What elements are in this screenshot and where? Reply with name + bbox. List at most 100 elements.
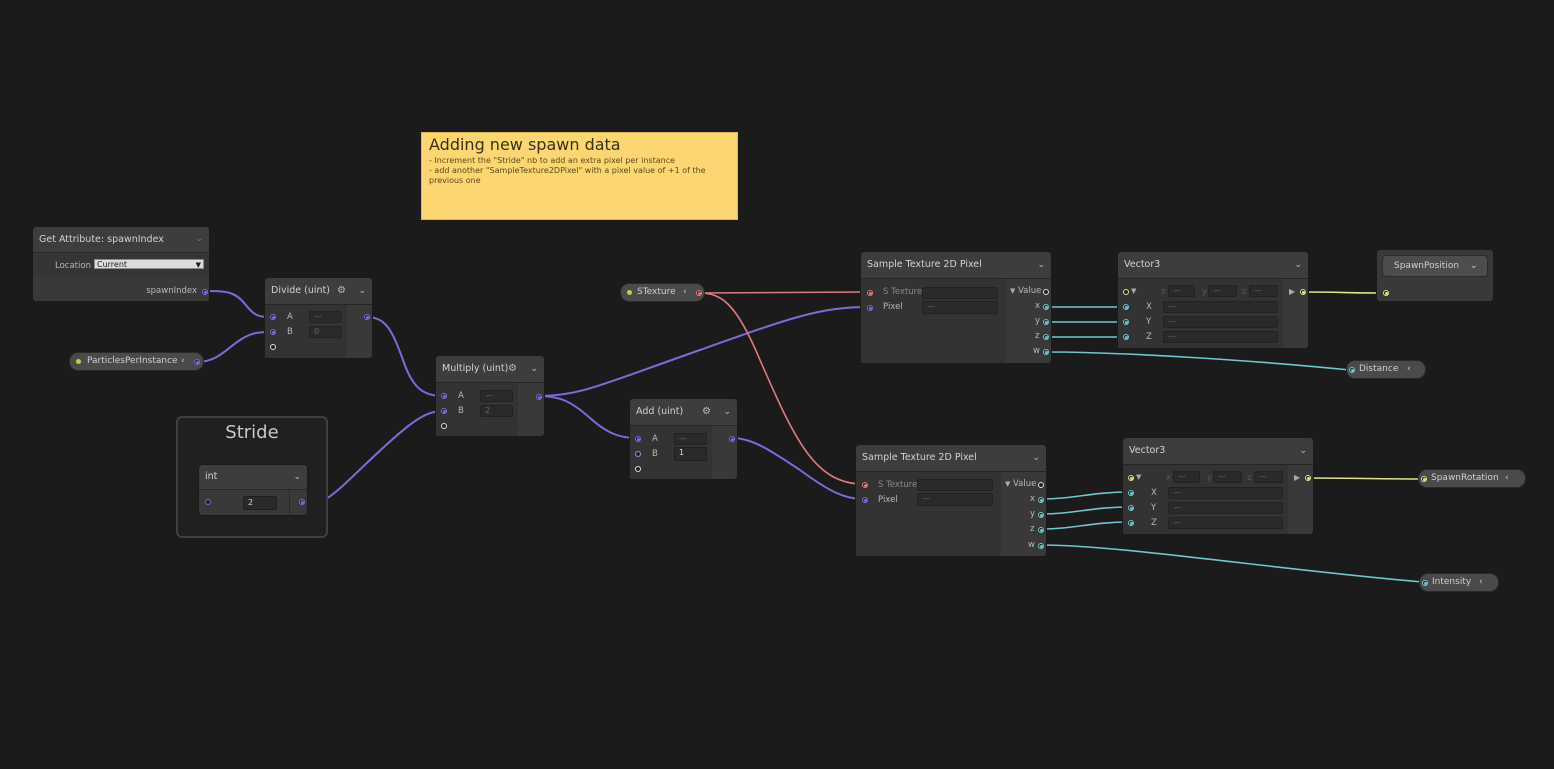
vector3-bottom-hz-field[interactable]: — bbox=[1254, 471, 1283, 483]
sample-texture-bottom-node[interactable]: Sample Texture 2D Pixel ⌄ S Texture Pixe… bbox=[855, 444, 1047, 557]
add-a-field[interactable]: — bbox=[674, 433, 707, 445]
chevron-down-icon[interactable]: ⌄ bbox=[530, 364, 538, 374]
distance-property[interactable]: Distance ‹ bbox=[1346, 360, 1426, 379]
stexture-output-port[interactable] bbox=[696, 290, 702, 296]
sample-top-header[interactable]: Sample Texture 2D Pixel ⌄ bbox=[861, 252, 1051, 279]
stride-output-port[interactable] bbox=[299, 499, 305, 505]
chevron-down-icon[interactable]: ⌄ bbox=[358, 286, 366, 296]
vector3-bottom-hx-field[interactable]: — bbox=[1173, 471, 1200, 483]
sample-top-value-port[interactable] bbox=[1043, 289, 1049, 295]
vector3-bottom-x-port[interactable] bbox=[1128, 490, 1134, 496]
add-b-field[interactable]: 1 bbox=[674, 447, 707, 461]
sample-texture-top-node[interactable]: Sample Texture 2D Pixel ⌄ S Texture Pixe… bbox=[860, 251, 1052, 364]
multiply-a-field[interactable]: — bbox=[480, 390, 513, 402]
sample-bottom-x-port[interactable] bbox=[1038, 497, 1044, 503]
chevron-left-icon[interactable]: ‹ bbox=[1479, 577, 1483, 587]
divide-b-port[interactable] bbox=[270, 329, 276, 335]
sample-bottom-stexture-field[interactable] bbox=[917, 479, 993, 491]
particlesperinstance-output-port[interactable] bbox=[194, 359, 200, 365]
stride-value-field[interactable]: 2 bbox=[243, 496, 277, 510]
sample-bottom-w-port[interactable] bbox=[1038, 543, 1044, 549]
triangle-down-icon[interactable]: ▼ bbox=[1136, 473, 1142, 481]
vector3-top-y-field[interactable]: — bbox=[1163, 316, 1278, 328]
multiply-b-field[interactable]: 2 bbox=[480, 405, 513, 417]
multiply-b-port[interactable] bbox=[441, 408, 447, 414]
stexture-property[interactable]: STexture ‹ bbox=[620, 283, 705, 302]
add-b-port[interactable] bbox=[635, 451, 641, 457]
chevron-down-icon[interactable]: ⌄ bbox=[1037, 260, 1045, 270]
vector3-bottom-z-field[interactable]: — bbox=[1168, 517, 1283, 529]
vector3-top-x-field[interactable]: — bbox=[1163, 301, 1278, 313]
triangle-right-icon[interactable]: ▶ bbox=[1289, 287, 1296, 296]
sample-top-z-port[interactable] bbox=[1043, 334, 1049, 340]
sample-top-stexture-field[interactable] bbox=[922, 287, 998, 299]
spawnindex-output-port[interactable] bbox=[202, 289, 208, 295]
intensity-input-port[interactable] bbox=[1422, 580, 1428, 586]
chevron-down-icon[interactable]: ⌄ bbox=[1299, 446, 1307, 456]
spawnrotation-input-port[interactable] bbox=[1421, 476, 1427, 482]
vector3-bottom-y-port[interactable] bbox=[1128, 505, 1134, 511]
sample-bottom-z-port[interactable] bbox=[1038, 527, 1044, 533]
vector3-top-xyz-port[interactable] bbox=[1123, 289, 1129, 295]
stride-int-node[interactable]: int ⌄ 2 bbox=[198, 464, 308, 516]
multiply-output-port[interactable] bbox=[536, 394, 542, 400]
spawnposition-input-port[interactable] bbox=[1383, 290, 1389, 296]
vector3-top-z-port[interactable] bbox=[1123, 334, 1129, 340]
multiply-node[interactable]: Multiply (uint) ⚙ ⌄ A — B 2 bbox=[435, 355, 545, 437]
particlesperinstance-property[interactable]: ParticlesPerInstance ‹ bbox=[69, 352, 204, 371]
chevron-down-icon[interactable]: ⌄ bbox=[293, 472, 301, 482]
chevron-down-icon[interactable]: ⌄ bbox=[723, 407, 731, 417]
vector3-bottom-x-field[interactable]: — bbox=[1168, 487, 1283, 499]
get-attribute-node[interactable]: Get Attribute: spawnIndex (Current) ⌄ Lo… bbox=[32, 226, 210, 302]
sample-bottom-value-port[interactable] bbox=[1038, 482, 1044, 488]
add-output-port[interactable] bbox=[729, 436, 735, 442]
add-header[interactable]: Add (uint) ⚙ ⌄ bbox=[630, 399, 737, 426]
location-dropdown[interactable]: Current ▼ bbox=[94, 259, 204, 269]
vector3-bottom-y-field[interactable]: — bbox=[1168, 502, 1283, 514]
sample-top-x-port[interactable] bbox=[1043, 304, 1049, 310]
chevron-left-icon[interactable]: ‹ bbox=[181, 356, 185, 366]
multiply-header[interactable]: Multiply (uint) ⚙ ⌄ bbox=[436, 356, 544, 383]
divide-node[interactable]: Divide (uint) ⚙ ⌄ A — B 0 bbox=[264, 277, 373, 359]
triangle-down-icon[interactable]: ▼ bbox=[1131, 287, 1137, 295]
spawnrotation-property[interactable]: SpawnRotation ‹ bbox=[1418, 469, 1526, 488]
chevron-left-icon[interactable]: ‹ bbox=[1505, 473, 1509, 483]
gear-icon[interactable]: ⚙ bbox=[508, 363, 517, 374]
divide-b-field[interactable]: 0 bbox=[309, 326, 342, 338]
stride-int-header[interactable]: int ⌄ bbox=[199, 465, 307, 490]
sample-bottom-pixel-port[interactable] bbox=[862, 497, 868, 503]
sample-top-w-port[interactable] bbox=[1043, 349, 1049, 355]
add-node[interactable]: Add (uint) ⚙ ⌄ A — B 1 bbox=[629, 398, 738, 480]
triangle-down-icon[interactable]: ▼ bbox=[1005, 480, 1011, 488]
sticky-note[interactable]: Adding new spawn data - Increment the "S… bbox=[421, 132, 738, 220]
chevron-down-icon[interactable]: ⌄ bbox=[1294, 260, 1302, 270]
sample-bottom-stexture-port[interactable] bbox=[862, 482, 868, 488]
vector3-top-header[interactable]: Vector3 ⌄ bbox=[1118, 252, 1308, 279]
get-attribute-header[interactable]: Get Attribute: spawnIndex (Current) ⌄ bbox=[33, 227, 209, 270]
triangle-down-icon[interactable]: ▼ bbox=[1010, 287, 1016, 295]
vector3-top-node[interactable]: Vector3 ⌄ ▼ x — y — z — X — Y — Z — ▶ bbox=[1117, 251, 1309, 349]
chevron-down-icon[interactable]: ⌄ bbox=[1470, 261, 1478, 271]
triangle-right-icon[interactable]: ▶ bbox=[1294, 473, 1301, 482]
vector3-top-y-port[interactable] bbox=[1123, 319, 1129, 325]
vector3-top-hz-field[interactable]: — bbox=[1249, 285, 1278, 297]
divide-add-port[interactable] bbox=[270, 344, 276, 350]
add-a-port[interactable] bbox=[635, 436, 641, 442]
sample-bottom-header[interactable]: Sample Texture 2D Pixel ⌄ bbox=[856, 445, 1046, 472]
gear-icon[interactable]: ⚙ bbox=[702, 406, 711, 417]
spawnposition-pill[interactable]: SpawnPosition ⌄ bbox=[1382, 255, 1488, 277]
sample-bottom-y-port[interactable] bbox=[1038, 512, 1044, 518]
stride-input-port[interactable] bbox=[205, 499, 211, 505]
intensity-property[interactable]: Intensity ‹ bbox=[1419, 573, 1499, 592]
spawnposition-node[interactable]: SpawnPosition ⌄ bbox=[1376, 249, 1494, 302]
chevron-left-icon[interactable]: ‹ bbox=[1407, 364, 1411, 374]
divide-a-field[interactable]: — bbox=[309, 311, 342, 323]
multiply-add-port[interactable] bbox=[441, 423, 447, 429]
sample-top-stexture-port[interactable] bbox=[867, 290, 873, 296]
divide-header[interactable]: Divide (uint) ⚙ ⌄ bbox=[265, 278, 372, 305]
add-add-port[interactable] bbox=[635, 466, 641, 472]
multiply-a-port[interactable] bbox=[441, 393, 447, 399]
vector3-bottom-output-port[interactable] bbox=[1305, 475, 1311, 481]
gear-icon[interactable]: ⚙ bbox=[337, 285, 346, 296]
vector3-bottom-xyz-port[interactable] bbox=[1128, 475, 1134, 481]
